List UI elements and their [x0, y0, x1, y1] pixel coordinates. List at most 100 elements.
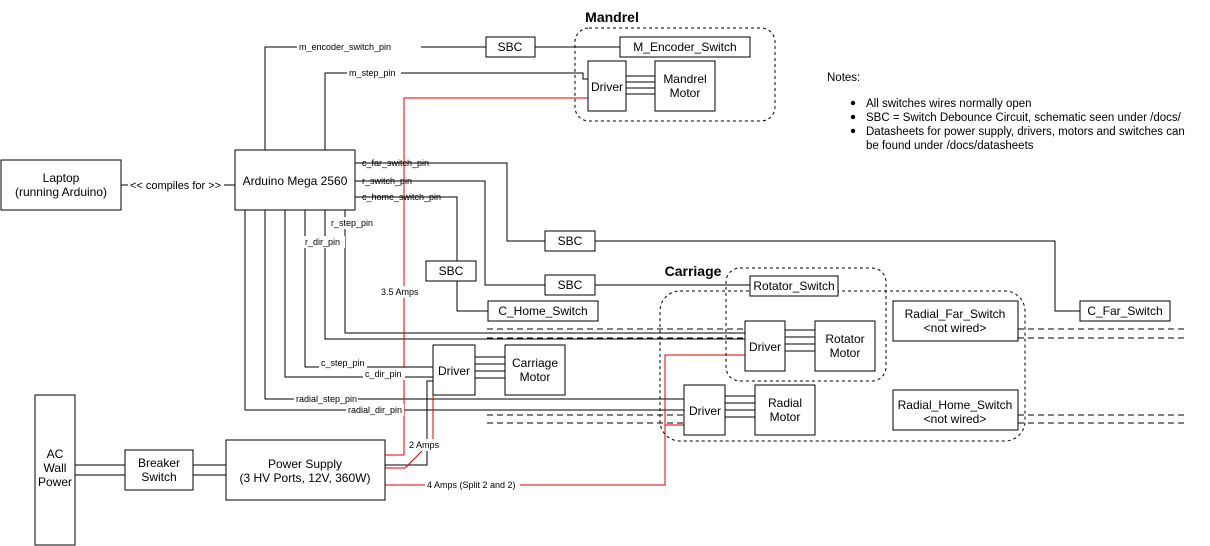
sbc-box-mandrel[interactable]: SBC	[485, 36, 536, 58]
wire-sbc-c-home	[456, 281, 488, 312]
rotator-switch-box[interactable]: Rotator_Switch	[749, 275, 839, 297]
rotator-group	[725, 267, 887, 382]
breaker-label-2: Switch	[141, 470, 176, 484]
ac-power-box[interactable]: AC Wall Power	[34, 394, 76, 546]
notes-title: Notes:	[827, 72, 860, 84]
carriage-motor-label-2: Motor	[520, 370, 551, 384]
carriage-group	[659, 290, 1026, 442]
carriage-motor-box[interactable]: Carriage Motor	[504, 344, 566, 396]
carriage-driver-motor-bundle	[475, 356, 505, 379]
dashed-extensions	[487, 328, 1185, 424]
wire-m-step-pin	[324, 72, 588, 150]
sbc-label: SBC	[439, 264, 464, 278]
driver-label: Driver	[749, 340, 781, 354]
c-far-switch-box[interactable]: C_Far_Switch	[1079, 300, 1171, 322]
arduino-label: Arduino Mega 2560	[243, 174, 348, 188]
note-3-continuation: be found under /docs/datasheets	[866, 140, 1034, 152]
radial-driver-box[interactable]: Driver	[683, 384, 726, 436]
label-2-amps: 2 Amps	[409, 440, 440, 450]
label-c-step-pin: c_step_pin	[321, 358, 365, 368]
radial-far-switch-label-2: <not wired>	[924, 321, 987, 335]
wire-psu-carriage-driver	[385, 380, 433, 466]
label-c-dir-pin: c_dir_pin	[365, 369, 402, 379]
wire-c-home-switch-pin	[355, 196, 458, 261]
carriage-driver-box[interactable]: Driver	[432, 344, 476, 396]
rotator-driver-motor-bundle	[785, 329, 815, 352]
note-2: SBC = Switch Debounce Circuit, schematic…	[866, 112, 1182, 124]
sbc-label: SBC	[498, 40, 523, 54]
ac-label-3: Power	[38, 475, 72, 489]
radial-far-switch-label-1: Radial_Far_Switch	[905, 307, 1006, 321]
mandrel-group	[574, 27, 776, 122]
m-encoder-switch-box[interactable]: M_Encoder_Switch	[619, 36, 751, 58]
radial-motor-label-1: Radial	[768, 396, 802, 410]
label-c-far-switch-pin: c_far_switch_pin	[362, 158, 429, 168]
wire-labels: m_encoder_switch_pin m_step_pin c_far_sw…	[128, 41, 520, 491]
radial-home-switch-label-1: Radial_Home_Switch	[898, 398, 1013, 412]
bullet-icon	[850, 114, 856, 120]
sbc-label: SBC	[558, 234, 583, 248]
notes: Notes: All switches wires normally open …	[827, 72, 1185, 152]
red-wire-psu-mandrel	[385, 97, 588, 456]
rotator-motor-label-1: Rotator	[825, 332, 864, 346]
label-c-home-switch-pin: c_home_switch_pin	[362, 192, 441, 202]
label-4-amps: 4 Amps (Split 2 and 2)	[427, 480, 516, 490]
note-3: Datasheets for power supply, drivers, mo…	[866, 126, 1185, 138]
label-3-5-amps: 3.5 Amps	[381, 287, 419, 297]
laptop-label-2: (running Arduino)	[15, 185, 107, 199]
breaker-box[interactable]: Breaker Switch	[124, 449, 194, 491]
wire-radial-step-pin	[264, 210, 684, 400]
label-r-step-pin: r_step_pin	[331, 218, 373, 228]
label-r-switch-pin: r_switch_pin	[362, 176, 412, 186]
radial-far-switch-box[interactable]: Radial_Far_Switch <not wired>	[892, 300, 1019, 342]
sbc-label: SBC	[558, 278, 583, 292]
sbc-box-rotator[interactable]: SBC	[544, 274, 596, 296]
carriage-motor-label-1: Carriage	[512, 356, 558, 370]
radial-motor-label-2: Motor	[770, 410, 801, 424]
mandrel-motor-box[interactable]: Mandrel Motor	[654, 60, 716, 112]
ac-label-1: AC	[47, 447, 64, 461]
wire-r-dir-pin	[324, 210, 745, 340]
wire-r-switch-pin	[355, 180, 545, 286]
sbc-box-c-far[interactable]: SBC	[544, 230, 596, 252]
label-m-step-pin: m_step_pin	[349, 68, 396, 78]
power-wires	[385, 97, 745, 486]
radial-motor-box[interactable]: Radial Motor	[754, 384, 816, 436]
carriage-title: Carriage	[665, 263, 722, 279]
arduino-box[interactable]: Arduino Mega 2560	[234, 149, 356, 211]
psu-label-2: (3 HV Ports, 12V, 360W)	[240, 471, 371, 485]
wire-r-step-pin	[344, 210, 745, 334]
mandrel-motor-label-2: Motor	[670, 86, 701, 100]
radial-home-switch-label-2: <not wired>	[924, 412, 987, 426]
driver-label: Driver	[438, 364, 470, 378]
rotator-switch-label: Rotator_Switch	[753, 279, 834, 293]
wire-c-far-switch-pin	[355, 162, 545, 242]
laptop-box[interactable]: Laptop (running Arduino)	[0, 159, 122, 211]
label-r-dir-pin: r_dir_pin	[305, 237, 340, 247]
label-radial-dir-pin: radial_dir_pin	[348, 405, 402, 415]
breaker-label-1: Breaker	[138, 456, 180, 470]
m-encoder-switch-label: M_Encoder_Switch	[633, 40, 736, 54]
bullet-icon	[850, 100, 856, 106]
bullet-icon	[850, 128, 856, 134]
rotator-motor-box[interactable]: Rotator Motor	[814, 320, 876, 372]
c-far-switch-label: C_Far_Switch	[1087, 304, 1162, 318]
power-supply-box[interactable]: Power Supply (3 HV Ports, 12V, 360W)	[225, 439, 386, 501]
label-radial-step-pin: radial_step_pin	[296, 394, 357, 404]
note-1: All switches wires normally open	[866, 98, 1032, 110]
driver-label: Driver	[591, 80, 623, 94]
c-home-switch-label: C_Home_Switch	[498, 304, 587, 318]
mandrel-motor-label-1: Mandrel	[663, 72, 706, 86]
driver-label: Driver	[689, 404, 721, 418]
radial-home-switch-box[interactable]: Radial_Home_Switch <not wired>	[892, 389, 1019, 431]
label-m-encoder-switch-pin: m_encoder_switch_pin	[299, 42, 391, 52]
radial-driver-motor-bundle	[725, 395, 755, 418]
sbc-box-c-home[interactable]: SBC	[425, 260, 477, 282]
mandrel-driver-motor-bundle	[626, 75, 655, 95]
c-home-switch-box[interactable]: C_Home_Switch	[487, 300, 599, 322]
wire-sbc-c-far	[595, 240, 1080, 312]
mandrel-driver-box[interactable]: Driver	[587, 60, 627, 112]
rotator-driver-box[interactable]: Driver	[744, 320, 786, 372]
rotator-motor-label-2: Motor	[830, 346, 861, 360]
